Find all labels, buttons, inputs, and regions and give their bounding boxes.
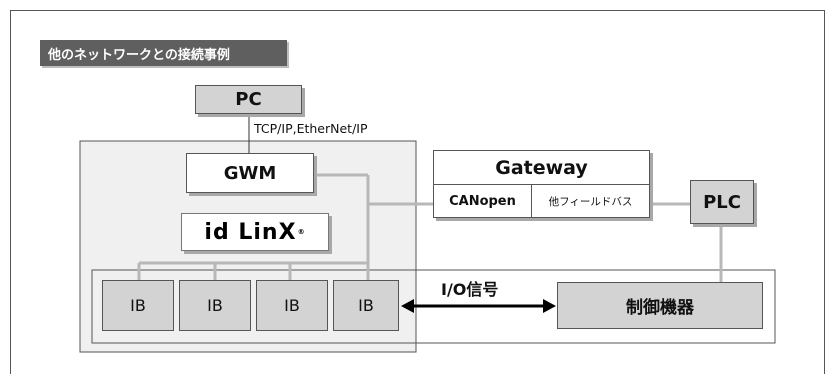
plc-box: PLC [690,180,754,224]
idlinx-logo: id LinX® [181,213,329,251]
ib-box: IB [256,280,328,331]
pc-box: PC [195,85,302,114]
gateway-label: Gateway [434,151,649,185]
ib-label: IB [358,296,374,315]
canopen-label: CANopen [434,185,532,218]
fieldbus-label: 他フィールドバス [548,196,633,208]
ib-box: IB [102,280,174,331]
io-arrow [401,299,556,313]
gwm-label: GWM [223,162,277,184]
ib-box: IB [179,280,251,331]
ib-row-container [91,269,776,344]
ib-label: IB [284,296,300,315]
diagram-frame [10,10,825,374]
pc-label: PC [235,89,262,110]
ib-box: IB [333,280,399,331]
plc-label: PLC [703,191,741,213]
network-label: TCP/IP,EtherNet/IP [254,121,368,136]
gwm-box: GWM [186,153,314,193]
registered-mark-icon: ® [297,228,306,236]
control-device-label: 制御機器 [626,298,694,318]
gateway-box: Gateway CANopen 他フィールドバス [433,150,650,218]
ib-label: IB [207,296,223,315]
diagram-title: 他のネットワークとの接続事例 [40,40,287,66]
logo-text: id LinX [204,219,297,245]
io-signal-label: I/O信号 [441,280,499,299]
control-device-box: 制御機器 [557,282,763,329]
ib-label: IB [130,296,146,315]
